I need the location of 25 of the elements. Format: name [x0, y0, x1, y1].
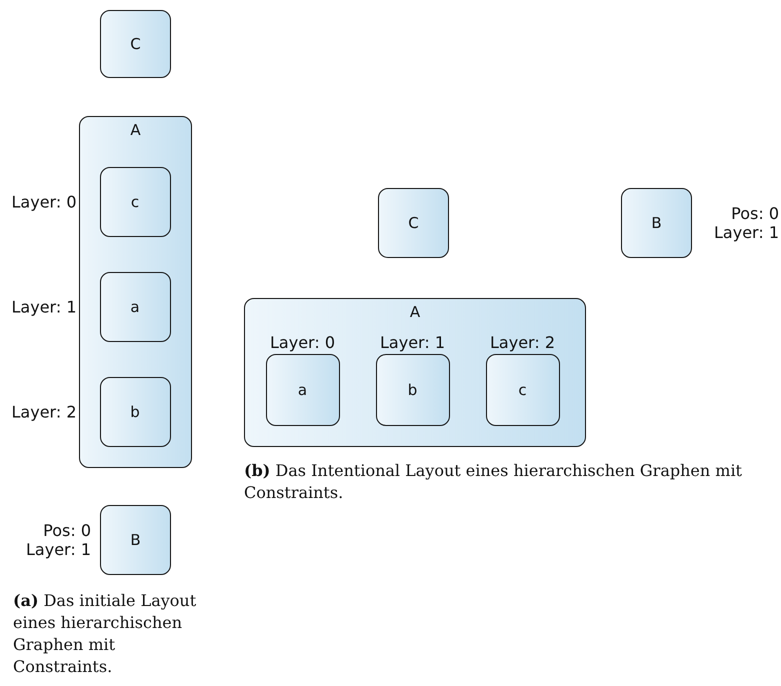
layer-annotation: Layer: 2 — [490, 332, 555, 352]
node-label: C — [130, 35, 141, 53]
layer-annotation: Layer: 0 — [270, 332, 335, 352]
node-label: A — [410, 303, 420, 321]
figure-caption: (b) Das Intentional Layout eines hierarchischen Graphen mit Constraints. — [244, 460, 743, 504]
node-label: b — [130, 402, 140, 420]
node-label: c — [518, 380, 527, 398]
figure-caption: (a) Das initiale Layout eines hierarchischen Graphen mit Constraints. — [13, 590, 198, 678]
node-label: B — [130, 531, 141, 549]
node-label: b — [408, 380, 418, 398]
layer-annotation: Layer: 2 — [12, 402, 76, 421]
node-label: a — [298, 380, 308, 398]
layer-annotation: Pos: 0 Layer: 1 — [25, 521, 91, 559]
node-label: a — [130, 298, 140, 316]
layer-annotation: Layer: 0 — [12, 192, 76, 211]
node-box — [378, 188, 449, 258]
layer-annotation: Pos: 0 Layer: 1 — [713, 204, 779, 242]
layer-annotation: Layer: 1 — [380, 332, 445, 352]
layer-annotation: Layer: 1 — [12, 297, 76, 316]
node-label: B — [651, 214, 662, 232]
node-label: c — [130, 192, 140, 210]
node-box — [100, 10, 171, 78]
group-box — [244, 298, 586, 447]
node-label: A — [130, 121, 141, 139]
node-label: C — [408, 214, 419, 232]
